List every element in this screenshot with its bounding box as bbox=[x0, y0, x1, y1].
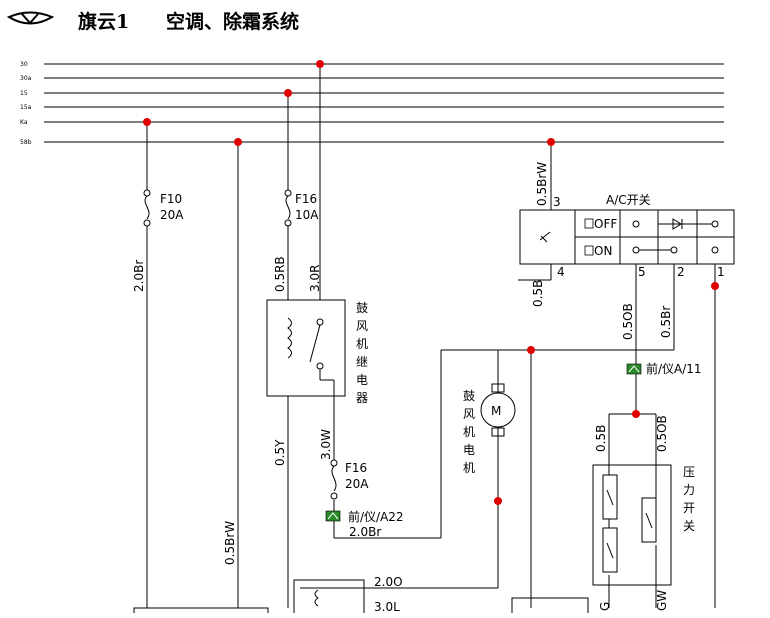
off-indicator-box bbox=[584, 218, 594, 229]
ac-switch-on: ON bbox=[594, 244, 612, 258]
bottom-components bbox=[133, 579, 589, 618]
fuse-f16-10a bbox=[284, 189, 292, 227]
connector-label-2: 前/仪/A22 bbox=[348, 509, 404, 524]
page-title: 空调、除霜系统 bbox=[166, 10, 299, 33]
wire-label-g: G bbox=[598, 602, 612, 611]
wire-paths bbox=[146, 64, 716, 608]
model-name: 旗云1 bbox=[78, 10, 129, 33]
ac-switch-off: OFF bbox=[594, 217, 617, 231]
wire-label-0.5b-top: 0.5B bbox=[531, 280, 545, 307]
wire-label-3.0w: 3.0W bbox=[319, 429, 333, 460]
motor-symbol: M bbox=[491, 404, 501, 418]
wire-label-0.5rb: 0.5RB bbox=[273, 256, 287, 292]
ac-pin-5: 5 bbox=[638, 265, 646, 279]
wire-label-3.0r: 3.0R bbox=[308, 265, 322, 292]
ac-switch bbox=[519, 209, 735, 265]
bus-label-58b: 58b bbox=[20, 139, 32, 146]
connector-label-1: 前/仪A/11 bbox=[646, 361, 702, 376]
wire-label-0.5y: 0.5Y bbox=[273, 439, 287, 466]
chery-logo-icon bbox=[6, 11, 55, 25]
wire-label-gw: GW bbox=[655, 590, 669, 611]
blower-relay bbox=[266, 299, 346, 397]
fuse-f16-20a bbox=[330, 459, 338, 500]
wire-label-0.5br: 0.5Br bbox=[659, 306, 673, 338]
ac-pin-1: 1 bbox=[717, 265, 725, 279]
fuse-f10-id: F10 bbox=[160, 192, 182, 206]
fuse-f10 bbox=[143, 189, 151, 227]
relay-label: 鼓风机继电器 bbox=[356, 301, 368, 405]
connector-icon bbox=[626, 363, 642, 375]
pressure-switch-label: 压力开关 bbox=[683, 465, 695, 533]
ac-pin-4: 4 bbox=[557, 265, 565, 279]
ac-pin-3: 3 bbox=[553, 195, 561, 209]
pressure-switch bbox=[592, 464, 672, 586]
fuse-f16b-rating: 20A bbox=[345, 477, 369, 491]
fuse-f16-rating: 10A bbox=[295, 208, 319, 222]
wire-label-2.0o: 2.0O bbox=[374, 575, 403, 589]
motor-label: 鼓风机电机 bbox=[463, 389, 475, 475]
blower-motor bbox=[480, 383, 516, 437]
fuse-f16-id: F16 bbox=[295, 192, 317, 206]
ac-switch-title: A/C开关 bbox=[606, 193, 651, 207]
connector-icon bbox=[325, 510, 341, 522]
bus-label-30a: 30a bbox=[20, 75, 32, 82]
wire-label-0.5ob-bottom: 0.5OB bbox=[655, 415, 669, 452]
bus-label-15a: 15a bbox=[20, 104, 32, 111]
wire-label-0.5b-bottom: 0.5B bbox=[594, 425, 608, 452]
fuse-f10-rating: 20A bbox=[160, 208, 184, 222]
bus-label-15: 15 bbox=[20, 90, 28, 97]
fuse-f16b-id: F16 bbox=[345, 461, 367, 475]
on-indicator-box bbox=[584, 245, 594, 256]
wire-label-2.0br-bottom: 2.0Br bbox=[349, 525, 381, 539]
junction-dots bbox=[143, 60, 719, 505]
wire-label-0.5brw-left: 0.5BrW bbox=[223, 521, 237, 565]
wire-label-2.0br: 2.0Br bbox=[132, 260, 146, 292]
wire-label-0.5ob-top: 0.5OB bbox=[621, 303, 635, 340]
wire-label-0.5brw-top: 0.5BrW bbox=[535, 162, 549, 206]
bus-lines bbox=[44, 63, 724, 143]
bus-label-ka: Ka bbox=[20, 119, 28, 126]
wire-label-3.0l: 3.0L bbox=[374, 600, 400, 613]
ac-pin-2: 2 bbox=[677, 265, 685, 279]
bus-label-30: 30 bbox=[20, 61, 28, 68]
